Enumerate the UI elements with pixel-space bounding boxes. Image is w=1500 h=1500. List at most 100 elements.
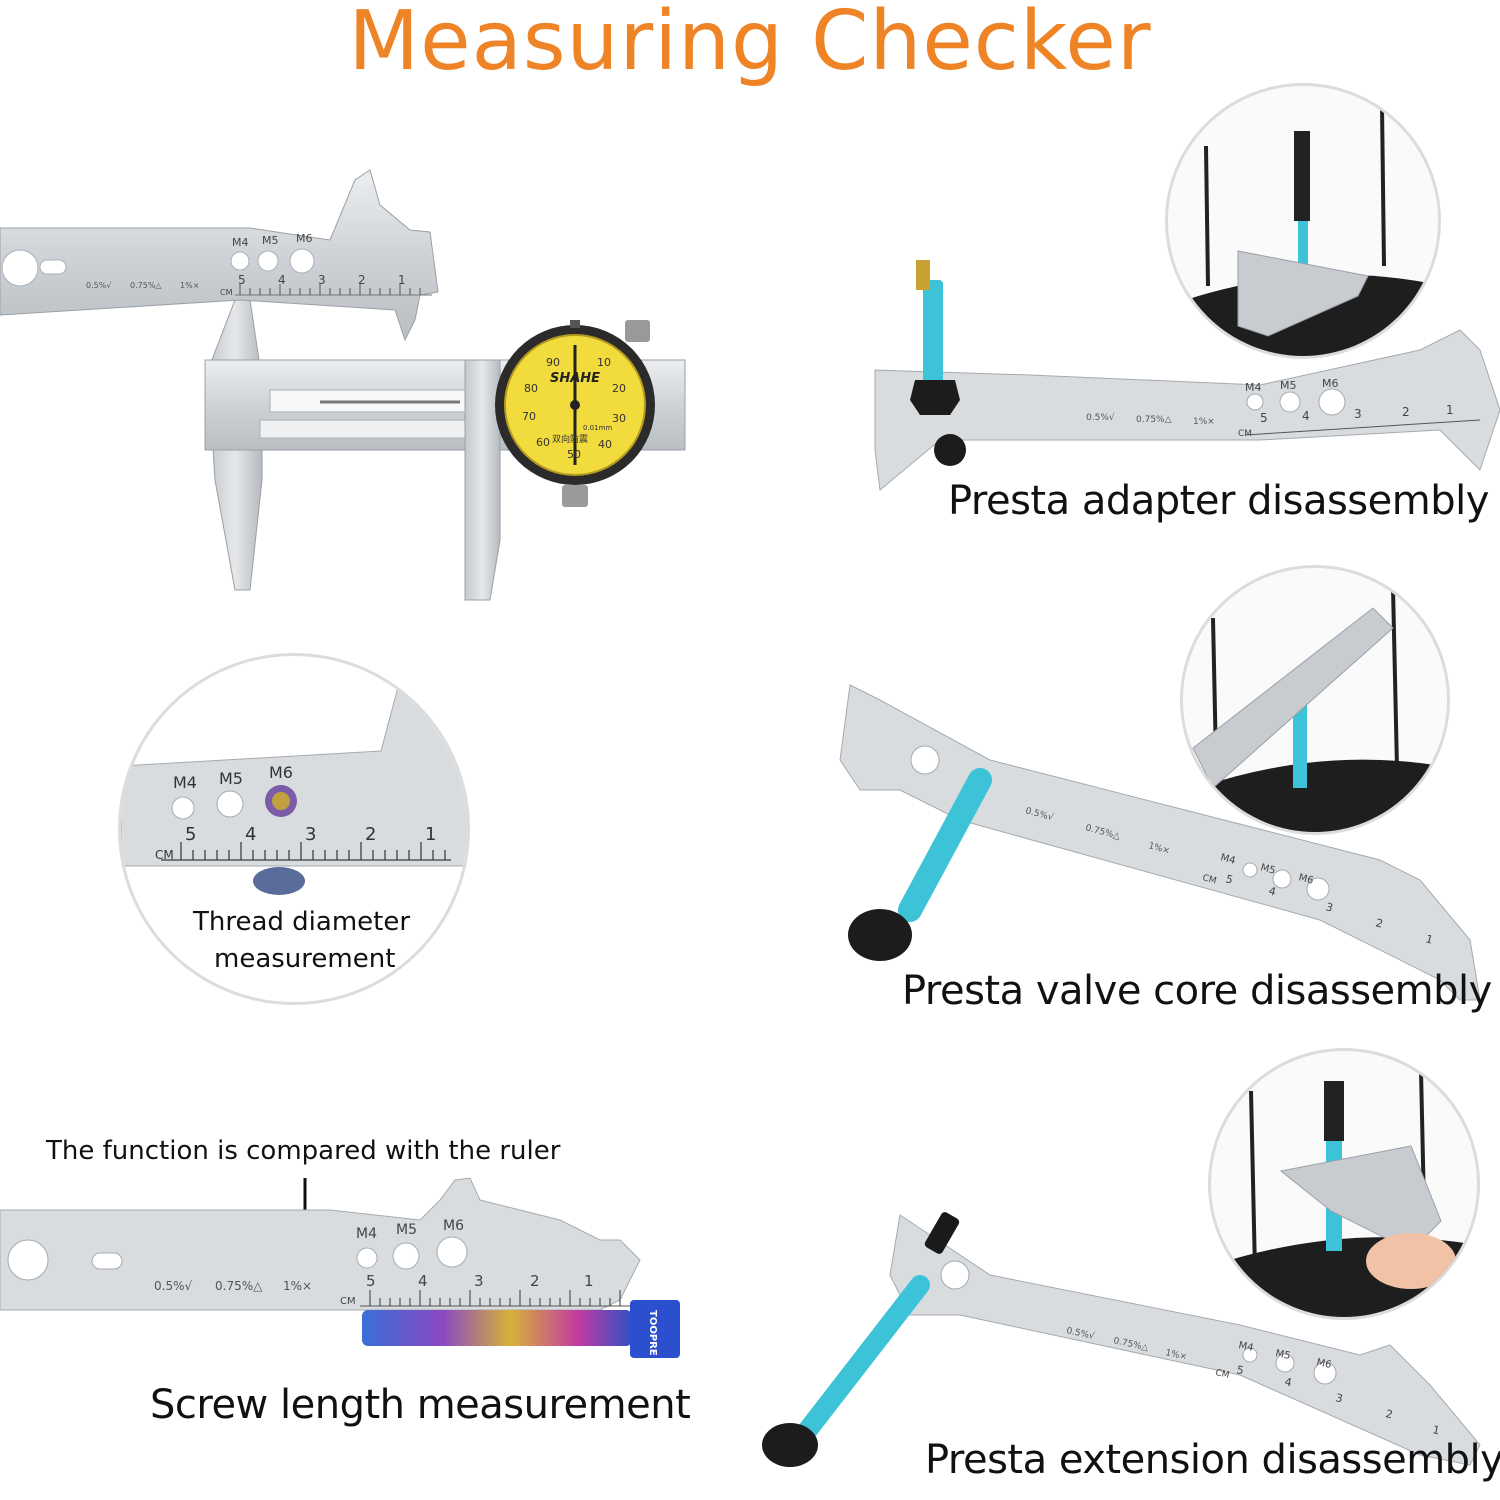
dial-number-60: 60 (536, 436, 550, 449)
adapter-ruler-4: 4 (1302, 409, 1310, 423)
thread-diameter-illustration (121, 665, 467, 895)
screw-ruler-3: 3 (474, 1272, 484, 1290)
presta-core-inset-illustration (1183, 587, 1447, 832)
screw-length-scene: M4 M5 M6 CM 5 4 3 2 1 0.5%√ 0.75%△ 1%× T… (0, 1177, 680, 1358)
thread-hole-m5: M5 (219, 769, 243, 788)
adapter-wear-0-5: 0.5%√ (1086, 412, 1115, 423)
adapter-wear-0-75: 0.75%△ (1136, 415, 1172, 425)
adapter-ruler-2: 2 (1402, 405, 1410, 419)
dial-number-80: 80 (524, 382, 538, 395)
extension-wear-1: 1%× (1164, 1348, 1187, 1362)
adapter-hole-m5: M5 (1280, 379, 1297, 392)
hole-label-m4: M4 (232, 236, 249, 249)
presta-adapter-inset-illustration (1168, 105, 1438, 356)
core-ruler-4: 4 (1267, 884, 1277, 898)
adapter-ruler-unit: CM (1238, 429, 1252, 439)
presta-core-caption: Presta valve core disassembly (902, 968, 1492, 1014)
presta-extension-scene: M4 M5 M6 CM 5 4 3 2 1 0.5%√ 0.75%△ 1%× (762, 1212, 1481, 1467)
page-title: Measuring Checker (348, 0, 1152, 89)
extension-ruler-2: 2 (1384, 1407, 1394, 1421)
screw-brand: TOOPRE (647, 1310, 658, 1356)
screw-scene-markings: M4 M5 M6 CM 5 4 3 2 1 0.5%√ 0.75%△ 1%× T… (154, 1218, 658, 1356)
core-ruler-1: 1 (1424, 932, 1434, 946)
dial-number-10: 10 (597, 356, 611, 369)
dial-number-50: 50 (567, 448, 581, 461)
thread-ruler-5: 5 (185, 824, 197, 845)
dial-unit: 0.01mm (583, 424, 612, 432)
ruler-number-2: 2 (358, 273, 366, 287)
adapter-hole-m6: M6 (1322, 377, 1339, 390)
core-ruler-2: 2 (1374, 916, 1384, 930)
presta-extension-inset (1208, 1048, 1480, 1320)
dial-chinese: 双向防震 (552, 433, 588, 445)
screw-caption: Screw length measurement (150, 1382, 691, 1428)
thread-ruler-unit: CM (155, 848, 174, 862)
chain-checker-tool (0, 169, 439, 342)
thread-hole-m6: M6 (269, 763, 293, 782)
dial-number-30: 30 (612, 412, 626, 425)
hole-label-m5: M5 (262, 234, 279, 247)
checker-tool-bottom (0, 1177, 641, 1311)
presta-adapter-inset (1165, 83, 1441, 359)
presta-extension-caption: Presta extension disassembly (925, 1437, 1500, 1483)
adapter-ruler-3: 3 (1354, 407, 1362, 421)
extension-ruler-3: 3 (1334, 1391, 1344, 1405)
thread-ruler-1: 1 (425, 824, 437, 845)
ruler-number-3: 3 (318, 273, 326, 287)
screw-hole-m6: M6 (443, 1218, 464, 1234)
core-ruler-3: 3 (1324, 900, 1334, 914)
caliper-scene: SHAHE 90 10 80 20 70 30 60 40 50 0.01mm … (0, 169, 686, 601)
core-hole-m4: M4 (1219, 852, 1236, 867)
dial-number-20: 20 (612, 382, 626, 395)
dial-brand: SHAHE (550, 371, 600, 386)
ruler-number-1: 1 (398, 273, 406, 287)
screw-ruler-4: 4 (418, 1272, 428, 1290)
dial-number-40: 40 (598, 438, 612, 451)
wear-label-0-75: 0.75%△ (130, 281, 162, 290)
core-hole-m6: M6 (1297, 872, 1314, 887)
screw-ruler-unit: CM (340, 1296, 356, 1307)
screw-hole-m4: M4 (356, 1226, 377, 1242)
dial-face-labels: SHAHE 90 10 80 20 70 30 60 40 50 0.01mm … (522, 356, 626, 461)
screw-hole-m5: M5 (396, 1222, 417, 1238)
screw-wear-1: 1%× (283, 1279, 312, 1293)
hole-label-m6: M6 (296, 232, 313, 245)
screw-ruler-5: 5 (366, 1272, 376, 1290)
dial-caliper (204, 299, 686, 601)
extension-ruler-4: 4 (1283, 1375, 1293, 1389)
colorful-screw (362, 1300, 680, 1358)
thread-diameter-inset: M4 M5 M6 CM 5 4 3 2 1 Thread diameter me… (118, 653, 470, 1005)
thread-ruler-4: 4 (245, 824, 257, 845)
extension-ruler-1: 1 (1431, 1423, 1441, 1437)
ruler-unit: CM (220, 288, 233, 297)
extension-ruler-unit: CM (1214, 1368, 1230, 1381)
extension-hole-m6: M6 (1315, 1357, 1332, 1371)
adapter-ruler-1: 1 (1446, 403, 1454, 417)
extension-hole-m4: M4 (1237, 1340, 1254, 1354)
thread-caption-line2: measurement (214, 944, 396, 974)
screw-ruler-2: 2 (530, 1272, 540, 1290)
presta-adapter-caption: Presta adapter disassembly (948, 478, 1489, 524)
presta-adapter-scene: M4 M5 M6 CM 5 4 3 2 1 0.5%√ 0.75%△ 1%× (874, 260, 1500, 491)
wear-label-0-5: 0.5%√ (86, 281, 112, 290)
ruler-number-5: 5 (238, 273, 246, 287)
adapter-ruler-5: 5 (1260, 411, 1268, 425)
adapter-hole-m4: M4 (1245, 381, 1262, 394)
presta-extension-inset-illustration (1211, 1070, 1477, 1317)
core-ruler-unit: CM (1201, 873, 1217, 886)
screw-wear-0-5: 0.5%√ (154, 1279, 192, 1293)
thread-hole-m4: M4 (173, 773, 197, 792)
core-hole-m5: M5 (1259, 862, 1276, 877)
thread-caption-line1: Thread diameter (193, 907, 411, 937)
caliper-tool-markings: M4 M5 M6 CM 5 4 3 2 1 0.5%√ 0.75%△ 1%× (86, 232, 406, 297)
wear-label-1: 1%× (180, 281, 199, 290)
screw-ruler-1: 1 (584, 1272, 594, 1290)
thread-ruler-2: 2 (365, 824, 377, 845)
dial-number-90: 90 (546, 356, 560, 369)
thread-ruler-3: 3 (305, 824, 317, 845)
presta-core-inset (1180, 565, 1450, 835)
screw-wear-0-75: 0.75%△ (215, 1279, 263, 1293)
extension-hole-m5: M5 (1274, 1348, 1291, 1362)
extension-ruler-5: 5 (1235, 1363, 1245, 1377)
core-ruler-5: 5 (1224, 872, 1234, 886)
